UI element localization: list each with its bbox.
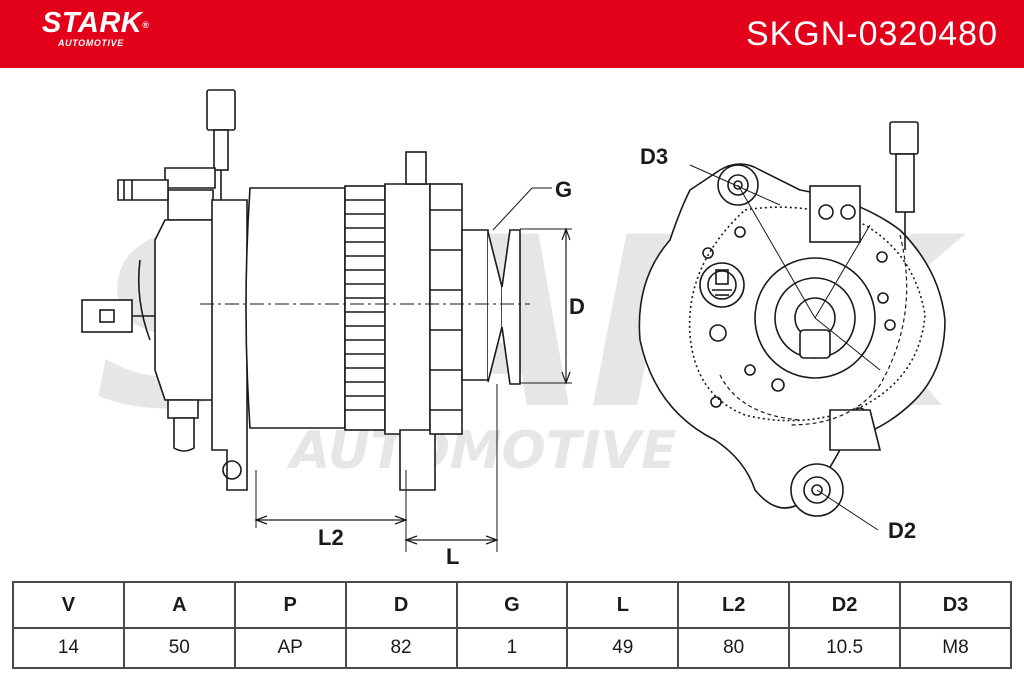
spec-value-d3: M8 <box>899 627 1012 669</box>
logo-brand: STARK <box>42 7 143 39</box>
spec-header-l: L <box>566 581 680 629</box>
label-d3: D3 <box>640 144 668 169</box>
label-l2: L2 <box>318 525 344 550</box>
spec-header-v: V <box>12 581 125 629</box>
front-view <box>638 121 946 531</box>
logo-registered-mark: ® <box>142 20 150 30</box>
spec-value-l2: 80 <box>677 627 791 669</box>
label-d2: D2 <box>888 518 916 543</box>
alternator-drawing: G D L2 L D3 D2 <box>81 89 946 569</box>
spec-header-g: G <box>455 581 569 629</box>
spec-header-d: D <box>344 581 458 629</box>
spec-header-row: V A P D G L L2 D2 D3 <box>12 581 1012 629</box>
spec-header-d2: D2 <box>788 581 901 629</box>
spec-value-g: 1 <box>455 627 569 669</box>
stark-logo: STARK® AUTOMOTIVE <box>42 8 149 48</box>
spec-header-a: A <box>122 581 236 629</box>
label-g: G <box>555 177 572 202</box>
spec-value-row: 14 50 AP 82 1 49 80 10.5 M8 <box>12 627 1012 669</box>
side-view <box>81 89 572 552</box>
label-l: L <box>446 544 459 569</box>
spec-value-d2: 10.5 <box>788 627 901 669</box>
spec-value-d: 82 <box>344 627 458 669</box>
spec-table: V A P D G L L2 D2 D3 14 50 AP 82 1 49 80… <box>12 581 1012 669</box>
spec-value-l: 49 <box>566 627 680 669</box>
part-code: SKGN-0320480 <box>745 15 998 53</box>
spec-header-l2: L2 <box>677 581 791 629</box>
logo-subtitle: AUTOMOTIVE <box>58 38 124 48</box>
spec-value-a: 50 <box>122 627 236 669</box>
label-d: D <box>569 294 585 319</box>
spec-value-v: 14 <box>12 627 125 669</box>
spec-value-p: AP <box>233 627 347 669</box>
header-bar: STARK® AUTOMOTIVE SKGN-0320480 <box>0 0 1024 68</box>
spec-header-d3: D3 <box>899 581 1012 629</box>
dimension-labels: G D L2 L D3 D2 <box>318 144 916 569</box>
spec-header-p: P <box>233 581 347 629</box>
